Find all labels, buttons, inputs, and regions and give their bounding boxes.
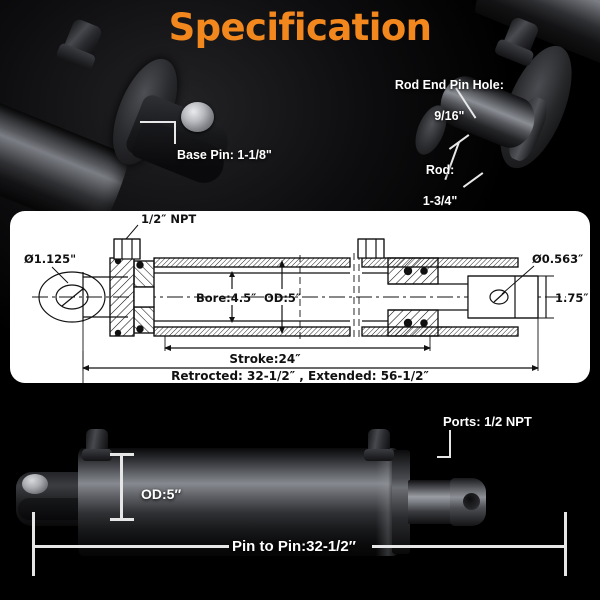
rod-hole-diameter-label: Ø0.563″	[532, 252, 583, 266]
hydraulic-port-icon-right	[364, 429, 394, 461]
cylinder-cross-section-drawing: Ø1.125" 1/2″ NPT Bore:4.5″ OD:5″ Ø0.563″…	[24, 212, 589, 383]
rod-end-eye	[450, 478, 486, 526]
rod-end-pin-hole-label-line1: Rod End Pin Hole:	[394, 77, 504, 92]
port-npt-label: 1/2″ NPT	[141, 212, 196, 226]
od-dimension-tick-bottom	[110, 518, 134, 521]
hydraulic-port-icon-left	[82, 429, 112, 461]
eye-outer	[38, 271, 106, 323]
base-pin-leader-horizontal	[140, 121, 176, 123]
piston-rod	[408, 480, 456, 524]
rod-label: Rod: 1-3/4"	[402, 147, 457, 225]
rod-end-pin-hole-label-line2: 9/16"	[434, 108, 465, 123]
length-summary-label: Retrocted: 32-1/2″ , Extended: 56-1/2″	[171, 369, 429, 383]
pin-to-pin-extension-left	[32, 512, 35, 576]
rod-eye-width-label: 1.75″	[555, 291, 589, 305]
rod-label-line1: Rod:	[425, 162, 455, 177]
base-pin-label: Base Pin: 1-1/8"	[177, 148, 272, 162]
ports-leader-vertical	[449, 430, 451, 458]
rod-label-line2: 1-3/4"	[422, 193, 458, 208]
page-title: Specification	[168, 6, 432, 49]
base-clevis-lower	[18, 498, 82, 520]
top-photo-section: Base Pin: 1-1/8" Rod End Pin Hole: 9/16"…	[0, 0, 600, 237]
pin-to-pin-extension-right	[564, 512, 567, 576]
end-cap-hatch	[109, 257, 135, 337]
pin-to-pin-label: Pin to Pin:32-1/2″	[232, 538, 356, 555]
od-label: OD:5″	[264, 291, 301, 305]
pin-to-pin-line-left	[33, 545, 229, 548]
ports-leader-horizontal	[437, 456, 451, 458]
technical-drawing-panel: Ø1.125" 1/2″ NPT Bore:4.5″ OD:5″ Ø0.563″…	[10, 211, 590, 383]
od-label: OD:5″	[141, 486, 182, 502]
cylinder-barrel	[78, 448, 398, 556]
od-dimension-line	[120, 454, 123, 520]
stroke-label: Stroke:24″	[229, 352, 301, 366]
base-pin-leader-vertical	[174, 122, 176, 144]
pin-to-pin-line-right	[372, 545, 566, 548]
cylinder-base-end-photo	[0, 8, 236, 237]
base-pin-icon	[22, 474, 48, 494]
ports-label: Ports: 1/2 NPT	[443, 414, 532, 429]
base-pin-icon	[181, 102, 214, 132]
eye-bore	[55, 284, 89, 310]
od-dimension-tick-top	[110, 453, 134, 456]
port-left	[113, 238, 141, 260]
cylinder-gland	[392, 450, 410, 554]
eye-diameter-label: Ø1.125"	[24, 252, 76, 266]
bore-label: Bore:4.5″	[196, 291, 256, 305]
bottom-photo-section: Ports: 1/2 NPT OD:5″ Pin to Pin:32-1/2″	[0, 386, 600, 600]
hydraulic-port-icon	[62, 17, 104, 61]
rod-end-pin-hole-label: Rod End Pin Hole: 9/16"	[374, 62, 504, 140]
